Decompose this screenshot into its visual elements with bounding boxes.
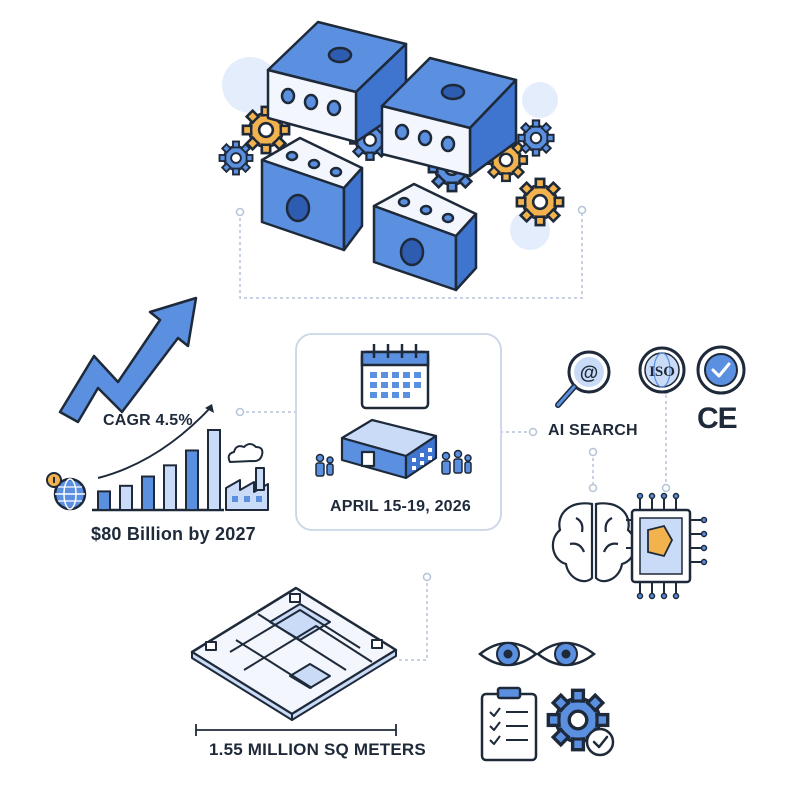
machine-block [372, 182, 478, 292]
dimension-line [195, 724, 397, 736]
at-symbol: @ [580, 363, 599, 384]
market-size-label: $80 Billion by 2027 [91, 524, 256, 544]
calendar-icon [360, 344, 430, 410]
ai-search-icon: @ [555, 350, 611, 408]
connector-lines [239, 210, 667, 661]
gear-icon [218, 140, 254, 176]
globe-icon [53, 477, 87, 511]
iso-badge-icon: ISO [638, 346, 686, 394]
gear-icon [517, 119, 555, 157]
location-pin-icon [46, 472, 62, 488]
iso-text: ISO [649, 364, 675, 380]
chart-bar [119, 484, 133, 512]
ai-chip-icon [626, 492, 708, 600]
chart-bar [97, 490, 111, 512]
gear-icon [515, 177, 565, 227]
certified-check-icon [696, 345, 746, 395]
cagr-label: CAGR 4.5% [103, 412, 193, 429]
chart-bars [97, 429, 221, 512]
eye-icon [535, 641, 597, 667]
ai-search-label: AI SEARCH [548, 422, 638, 439]
checklist-icon [480, 686, 538, 762]
visitors-icon [315, 449, 472, 477]
settings-check-icon [546, 688, 615, 757]
eye-icon [477, 641, 539, 667]
trend-curve [97, 405, 213, 479]
machine-parts-illustration [218, 20, 565, 292]
machine-block [380, 56, 518, 178]
chart-bar [163, 464, 177, 512]
venue-floor-plan-icon [190, 586, 398, 721]
trend-arrowhead [205, 404, 214, 413]
connector-dots [235, 205, 671, 582]
machine-block [260, 136, 364, 252]
exhibition-hall-icon [340, 418, 438, 480]
market-growth-chart [92, 404, 224, 512]
growth-arrow-icon [58, 296, 198, 424]
chart-bar [141, 475, 155, 511]
brain-icon [551, 502, 637, 583]
chart-bar [207, 429, 221, 511]
venue-area-label: 1.55 MILLION SQ METERS [209, 740, 426, 759]
ce-mark: CE [697, 402, 738, 435]
factory-icon [225, 443, 269, 511]
event-dates-label: APRIL 15-19, 2026 [330, 498, 471, 515]
event-card [295, 333, 502, 531]
chart-bar [185, 449, 199, 512]
